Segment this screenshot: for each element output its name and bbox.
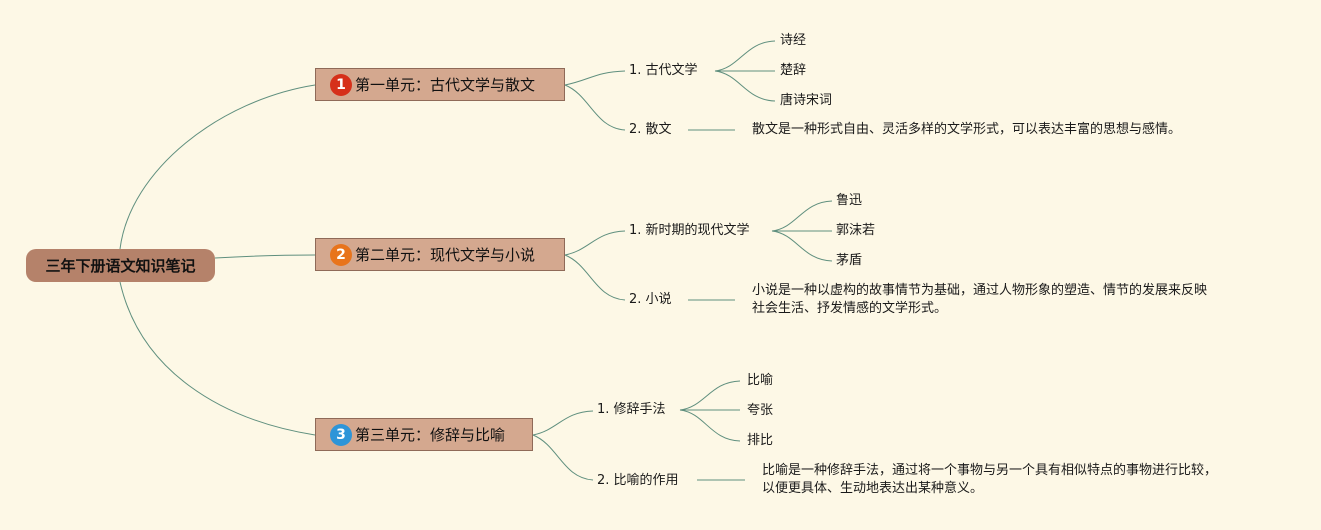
number-badge-icon: 1 xyxy=(330,73,352,96)
unit-node-1[interactable]: 1 第一单元：古代文学与散文 xyxy=(315,68,565,101)
leaf-item[interactable]: 夸张 xyxy=(747,403,774,418)
topic-label[interactable]: 2. 散文 xyxy=(629,122,672,137)
leaf-item[interactable]: 唐诗宋词 xyxy=(780,93,833,108)
topic-label[interactable]: 2. 比喻的作用 xyxy=(597,473,679,488)
description-line: 散文是一种形式自由、灵活多样的文学形式，可以表达丰富的思想与感情。 xyxy=(752,122,1182,137)
description-line: 比喻是一种修辞手法，通过将一个事物与另一个具有相似特点的事物进行比较， xyxy=(762,463,1218,478)
topic-label[interactable]: 2. 小说 xyxy=(629,292,672,307)
leaf-item[interactable]: 茅盾 xyxy=(836,253,863,268)
unit-title: 第三单元：修辞与比喻 xyxy=(355,426,506,444)
topic-label[interactable]: 1. 古代文学 xyxy=(629,63,698,78)
unit-node-2[interactable]: 2 第二单元：现代文学与小说 xyxy=(315,238,565,271)
topic-description: 散文是一种形式自由、灵活多样的文学形式，可以表达丰富的思想与感情。 xyxy=(752,121,1292,139)
unit-title: 第二单元：现代文学与小说 xyxy=(355,246,536,264)
root-to-unit1-link xyxy=(119,84,316,250)
description-line: 小说是一种以虚构的故事情节为基础，通过人物形象的塑造、情节的发展来反映 xyxy=(752,283,1208,298)
leaf-item[interactable]: 楚辞 xyxy=(780,63,807,78)
topic-description: 小说是一种以虚构的故事情节为基础，通过人物形象的塑造、情节的发展来反映 社会生活… xyxy=(752,282,1292,318)
leaf-item[interactable]: 鲁迅 xyxy=(836,193,863,208)
root-to-unit2-link xyxy=(214,254,316,259)
unit-node-3[interactable]: 3 第三单元：修辞与比喻 xyxy=(315,418,533,451)
leaf-item[interactable]: 比喻 xyxy=(747,373,774,388)
topic-description: 比喻是一种修辞手法，通过将一个事物与另一个具有相似特点的事物进行比较， 以便更具… xyxy=(762,462,1307,498)
number-badge-icon: 2 xyxy=(330,243,352,266)
leaf-item[interactable]: 郭沫若 xyxy=(836,223,876,238)
leaf-item[interactable]: 诗经 xyxy=(780,33,807,48)
number-badge-icon: 3 xyxy=(330,423,352,446)
description-line: 以便更具体、生动地表达出某种意义。 xyxy=(762,481,984,496)
description-line: 社会生活、抒发情感的文学形式。 xyxy=(752,301,948,316)
root-node[interactable]: 三年下册语文知识笔记 xyxy=(26,249,215,282)
topic-label[interactable]: 1. 新时期的现代文学 xyxy=(629,223,750,238)
leaf-item[interactable]: 排比 xyxy=(747,433,774,448)
root-to-unit3-link xyxy=(119,281,316,436)
topic-label[interactable]: 1. 修辞手法 xyxy=(597,402,666,417)
unit-title: 第一单元：古代文学与散文 xyxy=(355,76,536,94)
